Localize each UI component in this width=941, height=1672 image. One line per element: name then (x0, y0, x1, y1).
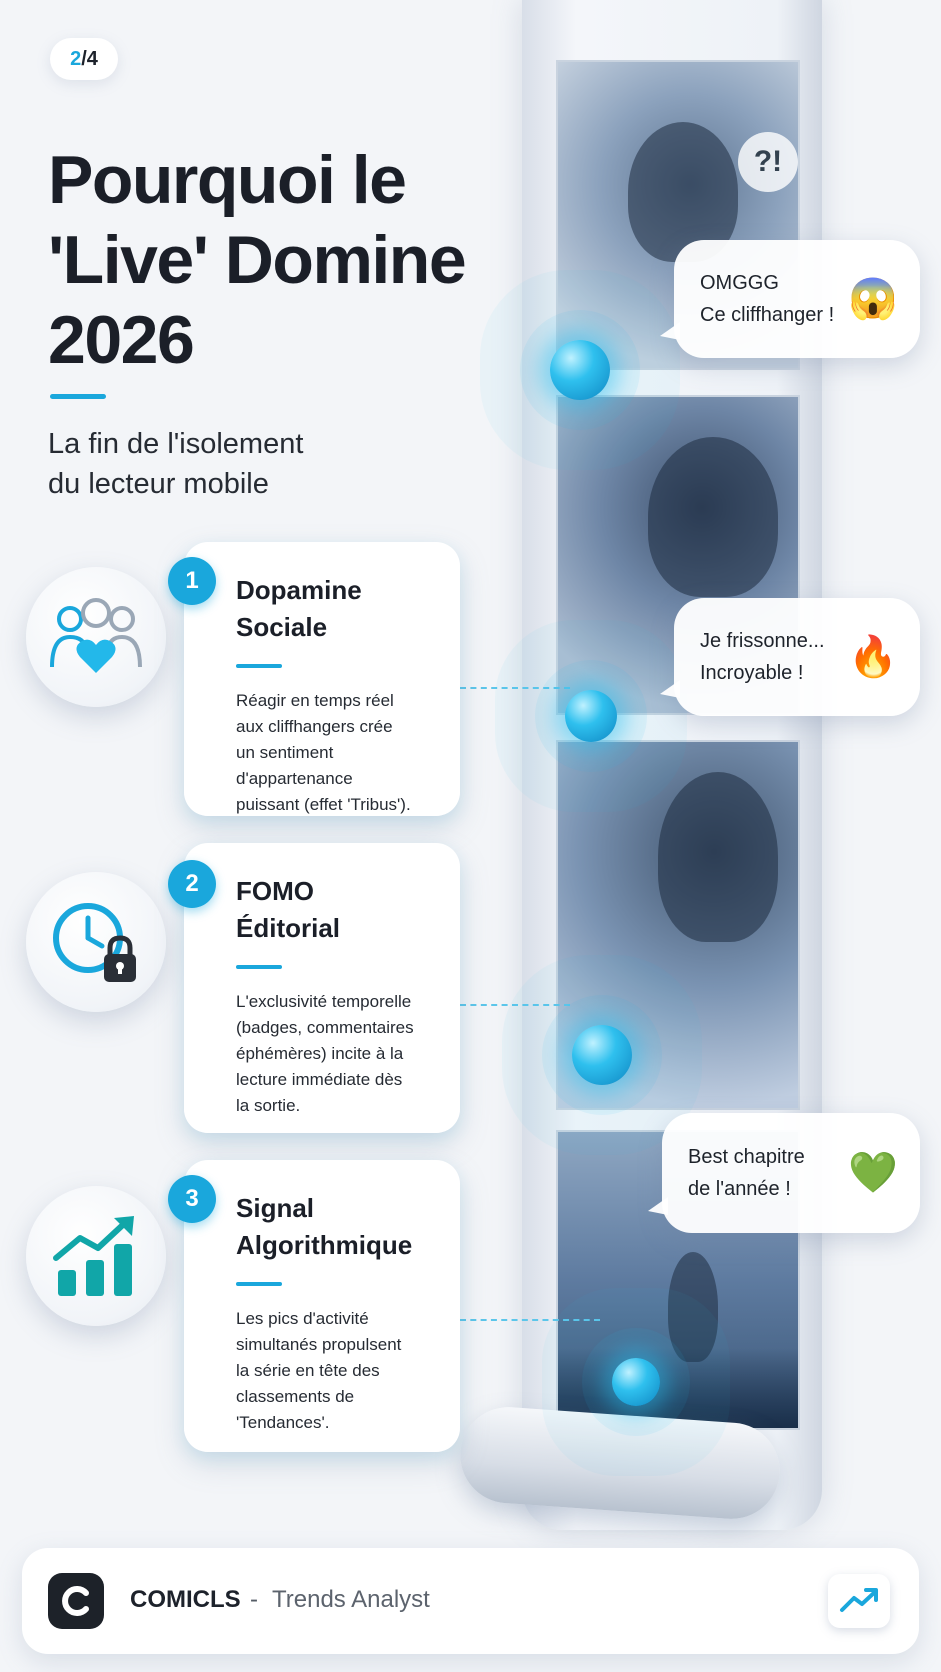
feature-title-underline (236, 965, 282, 969)
footer-tagline: Trends Analyst (272, 1586, 430, 1613)
feature-title: Signal Algorithmique (236, 1193, 413, 1260)
page-total: /4 (81, 47, 98, 70)
glow-orb (565, 690, 617, 742)
rising-chart-icon (26, 1186, 166, 1326)
title-underline (50, 394, 106, 399)
feature-card-dopamine: Dopamine Sociale Réagir en temps réel au… (184, 542, 460, 816)
feature-description: Réagir en temps réel aux cliffhangers cr… (236, 691, 411, 814)
connector-line (460, 1319, 600, 1321)
connector-line (460, 687, 570, 689)
reaction-text: Best chapitre de l'année ! (688, 1146, 805, 1200)
feature-card-signal: Signal Algorithmique Les pics d'activité… (184, 1160, 460, 1452)
heart-emoji-icon: 💚 (848, 1151, 898, 1195)
reaction-text: OMGGG Ce cliffhanger ! (700, 272, 835, 326)
character-figure (668, 1252, 718, 1362)
trend-up-icon[interactable] (828, 1574, 890, 1628)
reaction-bubble: Best chapitre de l'année ! 💚 (648, 1113, 920, 1233)
fire-emoji-icon: 🔥 (848, 635, 898, 679)
glow-orb (572, 1025, 632, 1085)
comic-panel-shocked: ?! (556, 60, 800, 370)
clock-lock-icon (26, 872, 166, 1012)
feature-title: FOMO Éditorial (236, 876, 341, 943)
character-figure (658, 772, 778, 942)
feature-description: L'exclusivité temporelle (badges, commen… (236, 992, 414, 1115)
connector-line (460, 1004, 570, 1006)
feature-title: Dopamine Sociale (236, 575, 362, 642)
footer-bar: COMICLS - Trends Analyst (22, 1548, 919, 1654)
reaction-text: Je frissonne... Incroyable ! (700, 630, 825, 684)
character-figure (628, 122, 738, 262)
sfx-text: ?! (738, 132, 798, 192)
feature-title-underline (236, 664, 282, 668)
page-current: 2 (70, 47, 82, 70)
footer-separator: - (250, 1586, 258, 1613)
feature-card-fomo: FOMO Éditorial L'exclusivité temporelle … (184, 843, 460, 1133)
feature-description: Les pics d'activité simultanés propulsen… (236, 1309, 402, 1432)
brand-logo-icon (48, 1573, 104, 1629)
footer-brand: COMICLS (130, 1586, 241, 1613)
feature-number-badge: 3 (168, 1175, 216, 1223)
scream-emoji-icon: 😱 (848, 277, 898, 321)
reaction-bubble: OMGGG Ce cliffhanger ! 😱 (660, 240, 920, 358)
feature-number-badge: 1 (168, 557, 216, 605)
community-heart-icon (26, 567, 166, 707)
reaction-bubble: Je frissonne... Incroyable ! 🔥 (660, 598, 920, 716)
feature-number-badge: 2 (168, 860, 216, 908)
character-figure (648, 437, 778, 597)
glow-orb (612, 1358, 660, 1406)
page-indicator: 2/4 (50, 38, 118, 80)
glow-orb (550, 340, 610, 400)
page-title: Pourquoi le 'Live' Domine 2026 (48, 142, 467, 378)
page-subtitle: La fin de l'isolement du lecteur mobile (48, 428, 304, 500)
feature-title-underline (236, 1282, 282, 1286)
